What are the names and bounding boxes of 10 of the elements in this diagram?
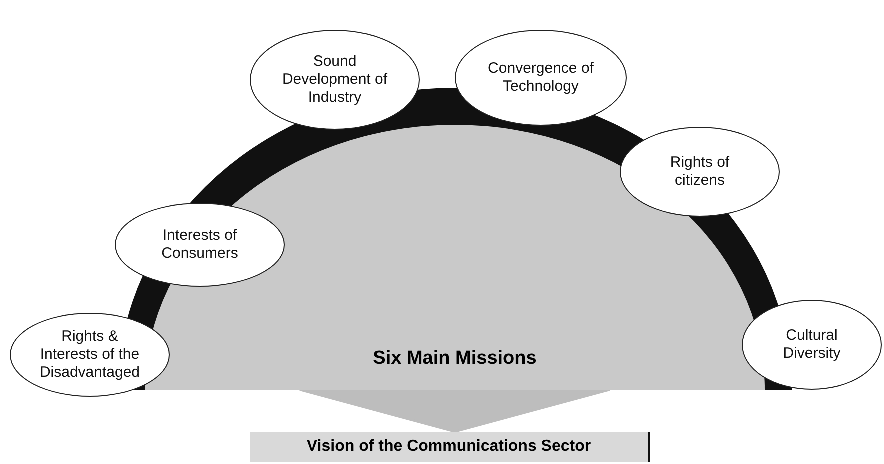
node-label: Rights & Interests of the Disadvantaged: [38, 328, 142, 382]
node-label: Rights of citizens: [669, 154, 731, 190]
title-text: Six Main Missions: [373, 348, 537, 370]
node-label: Convergence of Technology: [487, 60, 595, 96]
node-label: Interests of Consumers: [160, 227, 240, 263]
node-label: Vision of the Communications Sector: [306, 438, 592, 456]
arrow: [299, 389, 611, 434]
node-label: Cultural Diversity: [782, 327, 842, 363]
node-label: Sound Development of Industry: [281, 53, 389, 107]
vision-band: [250, 432, 650, 462]
